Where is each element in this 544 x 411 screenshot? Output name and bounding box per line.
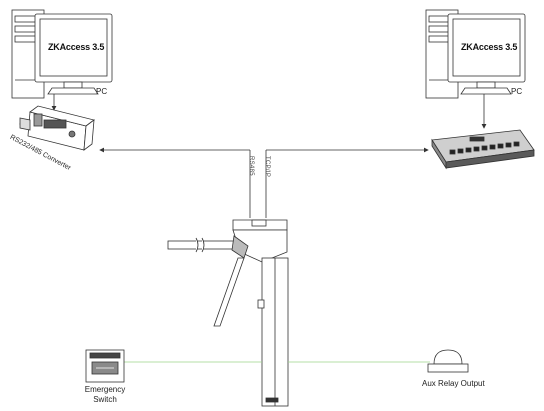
rs485-label: RS485 — [248, 156, 254, 176]
left-pc-screen-title: ZKAccess 3.5 — [48, 42, 105, 52]
emergency-label-line1: Emergency — [84, 385, 126, 394]
aux-relay-label: Aux Relay Output — [422, 379, 485, 388]
turnstile-icon — [167, 219, 289, 407]
right-pc-monitor-icon — [447, 13, 526, 95]
converter-icon — [19, 105, 95, 151]
aux-relay-icon — [427, 349, 469, 373]
left-pc-monitor-icon — [34, 13, 113, 95]
right-pc-label: PC — [511, 87, 523, 96]
emergency-switch-label: Emergency Switch — [78, 386, 132, 404]
emergency-label-line2: Switch — [93, 395, 117, 404]
right-pc-screen-title: ZKAccess 3.5 — [461, 42, 518, 52]
tcpip-label: TCP/IP — [264, 156, 270, 178]
left-pc-label: PC — [96, 87, 108, 96]
network-switch-icon — [431, 129, 535, 170]
emergency-switch-icon — [85, 349, 125, 383]
